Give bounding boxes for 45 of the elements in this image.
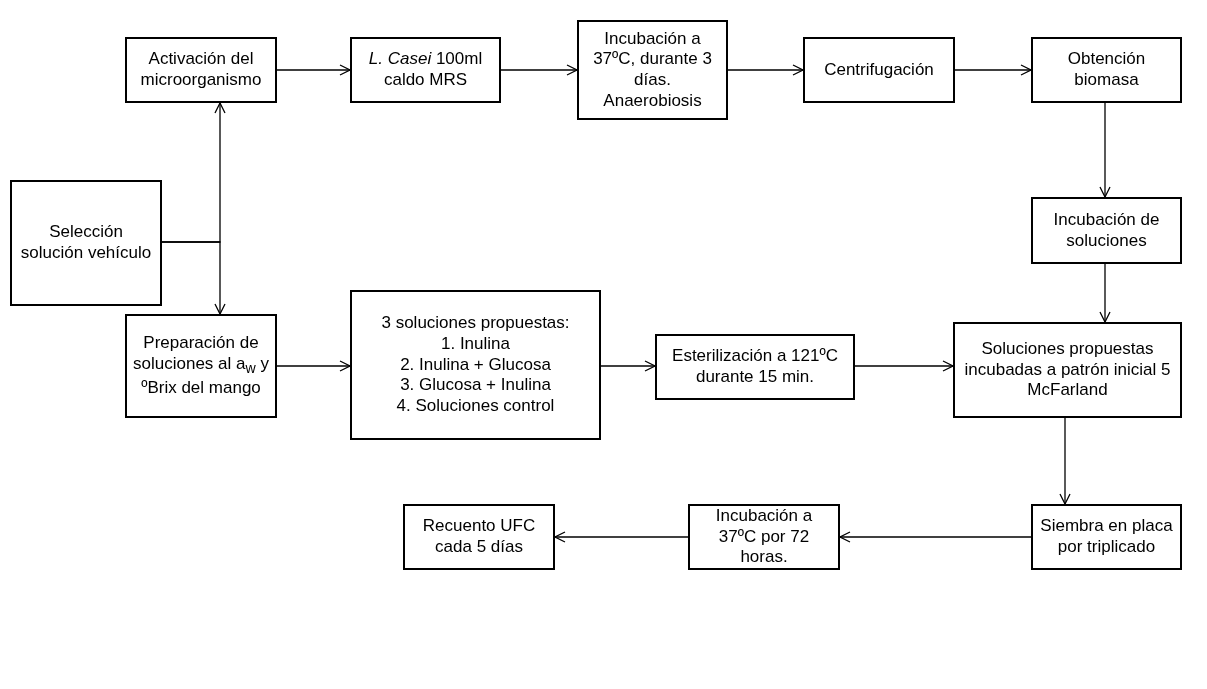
arrow [839,531,1032,543]
step-text: Incubación a 37ºC por 72 horas. [714,505,814,569]
process-box [1031,197,1182,264]
step-text: Preparación de soluciones al a$_{w}$ y ºBrix del mango [133,333,269,399]
process-box [953,322,1182,418]
arrow [600,360,656,372]
step-text: Siembra en placa por triplicado [1039,516,1174,558]
arrow [500,64,578,76]
arrow [161,241,226,315]
step-text: Soluciones propuestas incubadas a patrón inicial 5 McFarland [963,338,1172,402]
step-text: Recuento UFC cada 5 días [421,516,537,558]
step-text: 4. Soluciones control [396,396,555,417]
step-text: L. Casei 100ml caldo MRS [367,49,484,91]
process-box [403,504,555,570]
step-text: Esterilización a 121ºC durante 15 min. [671,346,839,388]
arrow [1059,417,1071,505]
step-text: Incubación de soluciones [1052,209,1161,252]
step-text: 3. Glucosa + Inulina [400,375,551,397]
arrow [276,64,351,76]
step-text: Activación del microorganismo [139,49,263,91]
step-text: 3 soluciones propuestas: [381,313,570,334]
process-box [1031,504,1182,570]
process-box [10,180,162,306]
process-box [688,504,840,570]
process-box [125,37,277,103]
arrow [1099,263,1111,323]
process-box [1031,37,1182,103]
process-box [577,20,728,120]
step-text: Centrifugación [824,59,934,81]
arrow [554,531,689,543]
step-text: Obtención biomasa [1066,49,1147,91]
step-text: Selección solución vehículo [19,222,153,264]
arrow [954,64,1032,76]
process-box [350,37,501,103]
arrow [854,360,954,372]
arrow [727,64,804,76]
process-box [655,334,855,400]
process-box [125,314,277,418]
step-text: 1. Inulina [441,333,510,355]
process-box [350,290,601,440]
arrow [276,360,351,372]
step-text: 2. Inulina + Glucosa [400,354,551,376]
process-box [803,37,955,103]
arrow [1099,102,1111,198]
step-text: Incubación a 37ºC, durante 3 días. Anaerobiosis [592,28,713,112]
